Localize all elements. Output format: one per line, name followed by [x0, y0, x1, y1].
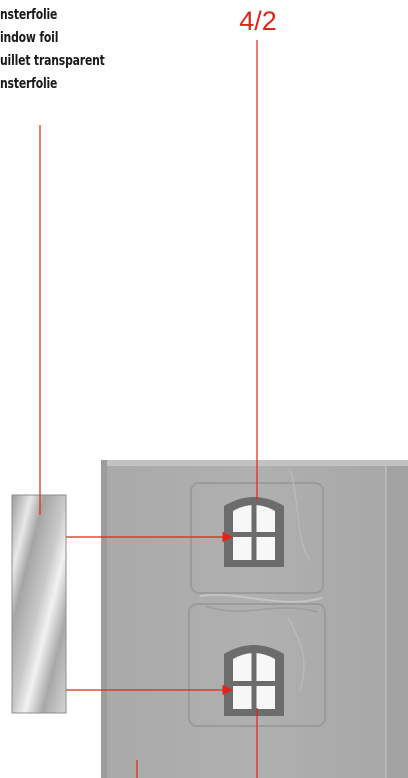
foil-label-de: nsterfolie [0, 7, 58, 23]
foil-label-en: indow foil [0, 30, 59, 46]
wall-panel [101, 460, 408, 778]
window-bottom-icon [224, 645, 284, 716]
foil-label-list: nsterfolie indow foil uillet transparent… [0, 4, 105, 96]
part-number: 4/2 [239, 6, 277, 36]
foil-label-nl: nsterfolie [0, 76, 58, 92]
foil-label-fr: uillet transparent [0, 53, 105, 69]
callout-lines [39, 40, 258, 778]
window-top-icon [224, 497, 284, 567]
foil-strip-icon [11, 494, 67, 714]
arrow-icon [66, 531, 234, 696]
